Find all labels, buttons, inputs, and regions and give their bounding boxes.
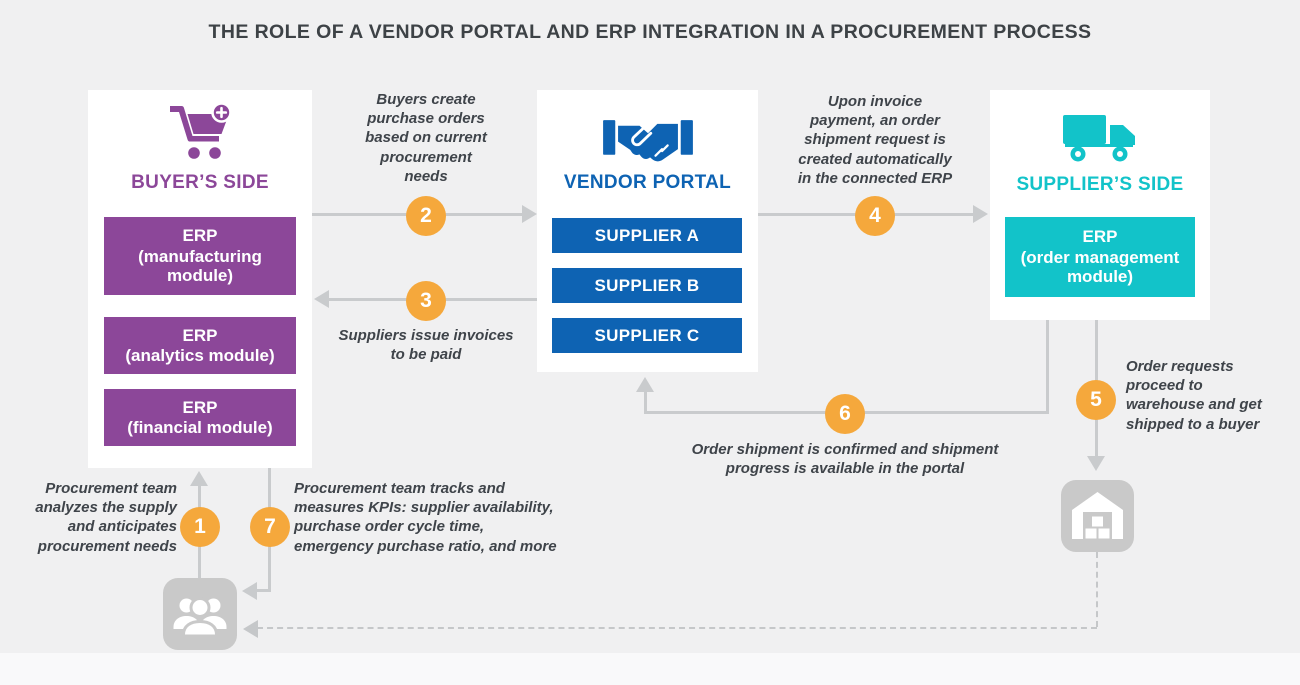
step-2-badge: 2 xyxy=(406,196,446,236)
arrow-step6-line-vertical-right xyxy=(1046,320,1049,414)
supplier-a-box: SUPPLIER A xyxy=(552,218,742,253)
step-7-badge: 7 xyxy=(250,507,290,547)
handshake-icon xyxy=(602,120,693,162)
supplier-side-card: SUPPLIER’S SIDE ERP (order management mo… xyxy=(990,90,1210,320)
arrow-step5-head-down xyxy=(1087,456,1105,471)
step-1-note: Procurement team analyzes the supply and… xyxy=(35,480,177,555)
step-5-note: Order requests proceed to warehouse and … xyxy=(1126,358,1262,433)
step-4-note: Upon invoice payment, an order shipment … xyxy=(797,93,953,187)
erp-order-management-module-box: ERP (order management module) xyxy=(1005,217,1195,297)
step-3-badge: 3 xyxy=(406,281,446,321)
step-4-badge: 4 xyxy=(855,196,895,236)
box-title: ERP xyxy=(182,325,218,345)
vendor-portal-card: VENDOR PORTAL SUPPLIER A SUPPLIER B SUPP… xyxy=(537,90,758,372)
footer-strip xyxy=(0,653,1300,685)
box-subtitle: (financial module) xyxy=(127,417,273,437)
step-5-badge: 5 xyxy=(1076,380,1116,420)
arrow-step7-head-left xyxy=(242,582,257,600)
step-6-badge: 6 xyxy=(825,394,865,434)
box-title: ERP xyxy=(1082,227,1118,247)
erp-financial-module-box: ERP (financial module) xyxy=(104,389,296,446)
box-title: ERP xyxy=(182,397,218,417)
dashed-line-head-left xyxy=(243,620,258,638)
page-title: THE ROLE OF A VENDOR PORTAL AND ERP INTE… xyxy=(208,21,1092,43)
arrow-step6-head-up xyxy=(636,377,654,392)
supplier-side-heading: SUPPLIER’S SIDE xyxy=(1016,174,1184,195)
warehouse-icon xyxy=(1061,480,1134,552)
shopping-cart-plus-icon xyxy=(170,102,232,159)
supplier-c-box: SUPPLIER C xyxy=(552,318,742,353)
erp-manufacturing-module-box: ERP (manufacturing module) xyxy=(104,217,296,295)
step-2-note: Buyers create purchase orders based on c… xyxy=(365,91,487,185)
vendor-portal-heading: VENDOR PORTAL xyxy=(563,172,732,193)
arrow-step1-head-up xyxy=(190,471,208,486)
step-3-note: Suppliers issue invoices to be paid xyxy=(338,327,514,364)
dashed-line-horizontal xyxy=(257,627,1097,629)
box-subtitle: (order management module) xyxy=(1020,247,1180,287)
erp-analytics-module-box: ERP (analytics module) xyxy=(104,317,296,374)
dashed-line-vertical xyxy=(1096,552,1098,627)
buyer-side-card: BUYER’S SIDE ERP (manufacturing module) … xyxy=(88,90,312,468)
arrow-step4-head-right xyxy=(973,205,988,223)
box-title: ERP xyxy=(182,226,218,246)
arrow-step6-line-vertical-left xyxy=(644,391,647,413)
team-icon xyxy=(163,578,237,650)
step-7-note: Procurement team tracks and measures KPI… xyxy=(294,480,557,555)
box-subtitle: (manufacturing module) xyxy=(138,246,262,286)
delivery-truck-icon xyxy=(1063,115,1135,162)
supplier-b-box: SUPPLIER B xyxy=(552,268,742,303)
step-1-badge: 1 xyxy=(180,507,220,547)
buyer-side-heading: BUYER’S SIDE xyxy=(131,172,269,193)
arrow-step7-line-horizontal xyxy=(257,589,270,592)
arrow-step2-head-right xyxy=(522,205,537,223)
arrow-step3-head-left xyxy=(314,290,329,308)
step-6-note: Order shipment is confirmed and shipment… xyxy=(691,441,999,478)
box-subtitle: (analytics module) xyxy=(125,345,275,365)
